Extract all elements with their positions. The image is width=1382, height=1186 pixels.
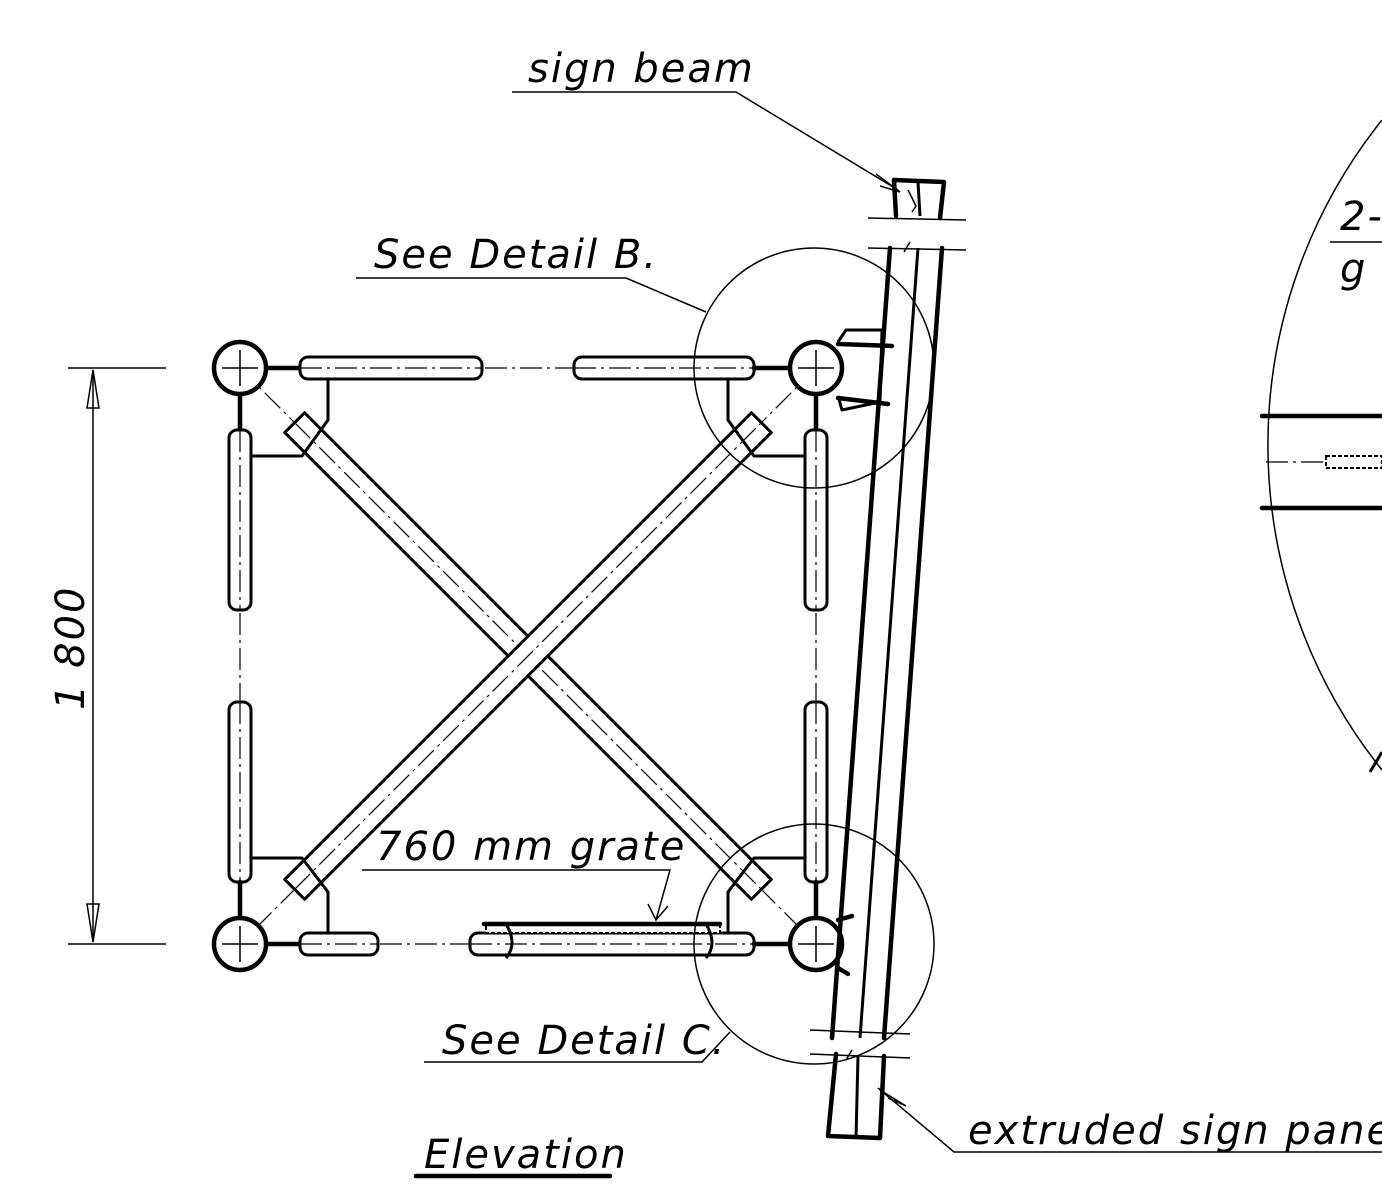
extruded-panel-label: extruded sign panel bbox=[968, 1108, 1382, 1154]
clamp-brackets bbox=[835, 328, 895, 977]
see-detail-b-label: See Detail B. bbox=[374, 232, 658, 278]
chord-nodes bbox=[211, 339, 845, 973]
grate bbox=[481, 921, 723, 959]
partial-detail bbox=[1259, 119, 1382, 773]
detail-circles bbox=[693, 247, 935, 1065]
sign-beam-label: sign beam bbox=[528, 46, 755, 92]
grate-label: 760 mm grate bbox=[376, 824, 686, 870]
sign-panel bbox=[809, 177, 967, 1141]
vertical-members bbox=[227, 391, 829, 921]
see-detail-c-label: See Detail C. bbox=[442, 1018, 727, 1064]
dimension-text: 1 800 bbox=[48, 585, 94, 710]
gusset-plates bbox=[252, 380, 804, 932]
diagonal-brace-2 bbox=[283, 411, 773, 901]
partial-top-label: 2- bbox=[1340, 194, 1382, 240]
elevation-title: Elevation bbox=[424, 1132, 628, 1178]
dimension-line: 1 800 bbox=[48, 367, 166, 945]
partial-g-label: g bbox=[1340, 246, 1367, 292]
leader-lines bbox=[356, 91, 1382, 1179]
top-chord bbox=[263, 355, 793, 381]
bottom-chord bbox=[263, 931, 793, 957]
